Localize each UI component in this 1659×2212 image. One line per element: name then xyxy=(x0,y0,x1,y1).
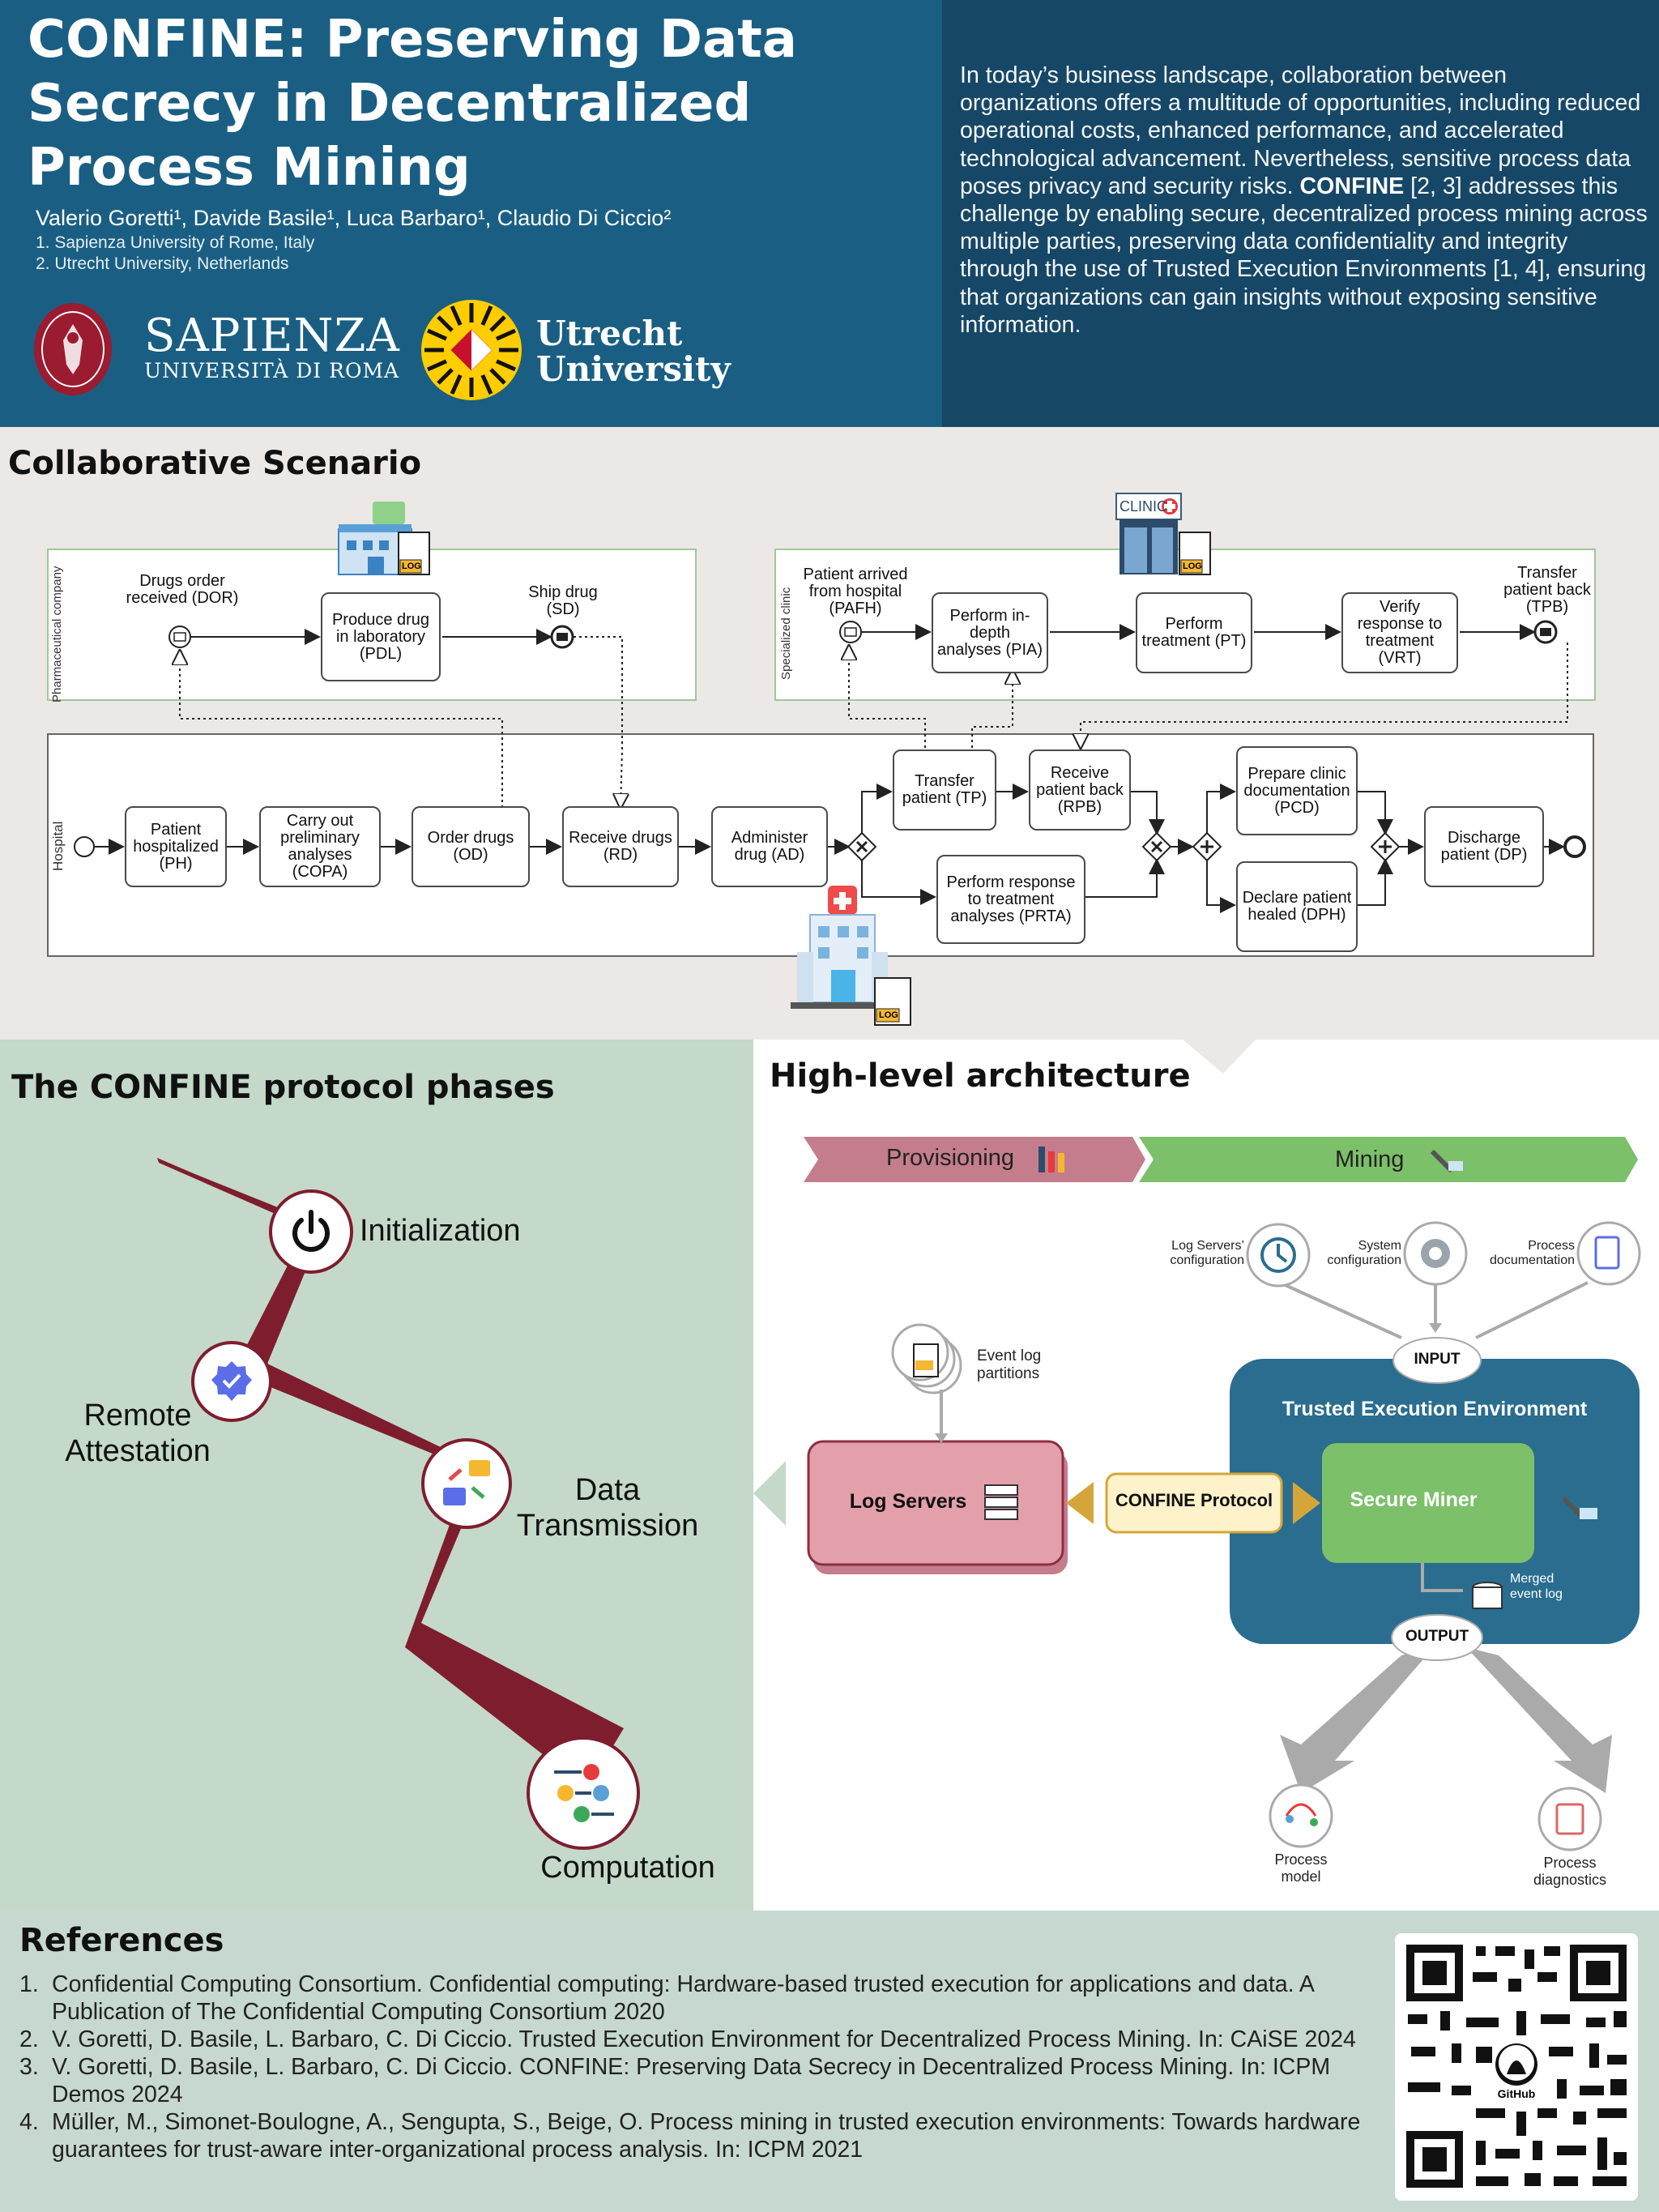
input-system-config: System configuration xyxy=(1327,1239,1401,1267)
collaborative-scenario-section: Collaborative Scenario Pharmaceutical co… xyxy=(0,427,1659,1040)
architecture-shapes xyxy=(753,1040,1641,1851)
task-perform-in-depth-analyses: Perform in-depth analyses (PIA) xyxy=(932,592,1048,673)
log-badge: LOG xyxy=(402,562,421,571)
architecture-section: High-level architecture Provisioning Min… xyxy=(753,1040,1659,1911)
task-receive-drugs: Receive drugs (RD) xyxy=(562,806,679,887)
event-transfer-patient-back: Transfer patient back (TPB) xyxy=(1503,564,1591,616)
task-administer-drug: Administer drug (AD) xyxy=(711,806,828,887)
task-discharge-patient: Discharge patient (DP) xyxy=(1424,806,1544,887)
secure-miner-label: Secure Miner xyxy=(1350,1488,1478,1511)
phases-title: The CONFINE protocol phases xyxy=(11,1069,555,1106)
reference-item: 1.Confidential Computing Consortium. Con… xyxy=(19,1971,1314,2025)
phase-remote-attestation: Remote Attestation xyxy=(65,1399,211,1468)
reference-item: 2.V. Goretti, D. Basile, L. Barbaro, C. … xyxy=(19,2026,1356,2052)
abstract-text: In today’s business landscape, collabora… xyxy=(960,62,1648,338)
protocol-phases-section: The CONFINE protocol phases Initializati… xyxy=(0,1040,753,1911)
input-log-servers-config: Log Servers’ configuration xyxy=(1170,1239,1244,1267)
event-drugs-order-received: Drugs order received (DOR) xyxy=(126,572,239,607)
event-ship-drug: Ship drug (SD) xyxy=(528,583,598,618)
github-qr-code[interactable]: GitHub xyxy=(1395,1933,1638,2201)
data-transmission-folders-icon xyxy=(421,1438,512,1529)
banner-mining: Mining xyxy=(1335,1147,1405,1172)
confine-protocol-label: CONFINE Protocol xyxy=(1115,1490,1273,1510)
hospital-building-icon: LOG xyxy=(791,881,915,1030)
event-log-partitions-label: Event log partitions xyxy=(977,1347,1042,1382)
clinic-sign: CLINIC xyxy=(1120,498,1168,515)
authors: Valerio Goretti¹, Davide Basile¹, Luca B… xyxy=(36,206,672,230)
header-banner: CONFINE: Preserving Data Secrecy in Dece… xyxy=(0,0,942,427)
task-prepare-clinic-documentation: Prepare clinic documentation (PCD) xyxy=(1236,746,1358,835)
clinic-building-icon: CLINIC LOG xyxy=(1113,490,1218,586)
tee-label: Trusted Execution Environment xyxy=(1282,1398,1588,1420)
log-badge: LOG xyxy=(1183,562,1202,571)
event-patient-arrived: Patient arrived from hospital (PAFH) xyxy=(803,566,908,617)
output-label: OUTPUT xyxy=(1405,1628,1469,1645)
phase-computation: Computation xyxy=(540,1851,715,1885)
task-perform-treatment: Perform treatment (PT) xyxy=(1136,592,1252,673)
affiliation-2: 2. Utrecht University, Netherlands xyxy=(36,254,289,273)
task-declare-patient-healed: Declare patient healed (DPH) xyxy=(1236,861,1358,952)
references-list: 1.Confidential Computing Consortium. Con… xyxy=(19,1971,1380,2163)
reference-item: 3.V. Goretti, D. Basile, L. Barbaro, C. … xyxy=(19,2054,1331,2107)
task-verify-response: Verify response to treatment (VRT) xyxy=(1341,592,1458,673)
scenario-title: Collaborative Scenario xyxy=(8,445,422,482)
task-carry-out-preliminary-analyses: Carry out preliminary analyses (COPA) xyxy=(259,806,381,887)
banner-provisioning: Provisioning xyxy=(886,1145,1014,1171)
output-process-diagnostics: Process diagnostics xyxy=(1533,1855,1607,1888)
architecture-title: High-level architecture xyxy=(770,1057,1191,1095)
qr-caption: GitHub xyxy=(1497,2087,1536,2100)
sapienza-wordmark: SAPIENZA UNIVERSITÀ DI ROMA xyxy=(144,310,400,382)
phase-initialization: Initialization xyxy=(360,1214,521,1248)
phase-data-transmission: Data Transmission xyxy=(516,1473,699,1543)
task-receive-patient-back: Receive patient back (RPB) xyxy=(1029,749,1131,831)
utrecht-wordmark: Utrecht University xyxy=(536,314,731,389)
references-section: References 1.Confidential Computing Cons… xyxy=(0,1911,1659,2212)
computation-flow-icon xyxy=(527,1736,640,1850)
task-transfer-patient: Transfer patient (TP) xyxy=(893,749,996,831)
task-order-drugs: Order drugs (OD) xyxy=(412,806,530,887)
sapienza-seal-logo xyxy=(32,301,113,397)
merged-event-log-label: Merged event log xyxy=(1510,1572,1563,1601)
pharma-building-icon: LOG xyxy=(335,497,441,586)
task-perform-response-analyses: Perform response to treatment analyses (… xyxy=(936,855,1085,944)
affiliation-1: 1. Sapienza University of Rome, Italy xyxy=(36,233,315,252)
utrecht-sun-logo xyxy=(420,298,523,402)
references-title: References xyxy=(19,1922,224,1959)
log-badge: LOG xyxy=(879,1010,898,1020)
task-produce-drug: Produce drug in laboratory (PDL) xyxy=(321,592,441,681)
reference-item: 4.Müller, M., Simonet-Boulogne, A., Seng… xyxy=(19,2109,1361,2163)
attestation-badge-icon xyxy=(191,1341,272,1422)
poster-title: CONFINE: Preserving Data Secrecy in Dece… xyxy=(28,10,797,198)
abstract-panel xyxy=(942,0,1659,427)
initialization-power-icon xyxy=(269,1189,353,1274)
input-process-documentation: Process documentation xyxy=(1490,1239,1575,1267)
log-servers-label: Log Servers xyxy=(849,1490,967,1513)
process-flow-connectors xyxy=(74,620,1586,913)
task-patient-hospitalized: Patient hospitalized (PH) xyxy=(125,806,227,887)
input-label: INPUT xyxy=(1414,1351,1461,1368)
output-process-model: Process model xyxy=(1274,1851,1328,1885)
